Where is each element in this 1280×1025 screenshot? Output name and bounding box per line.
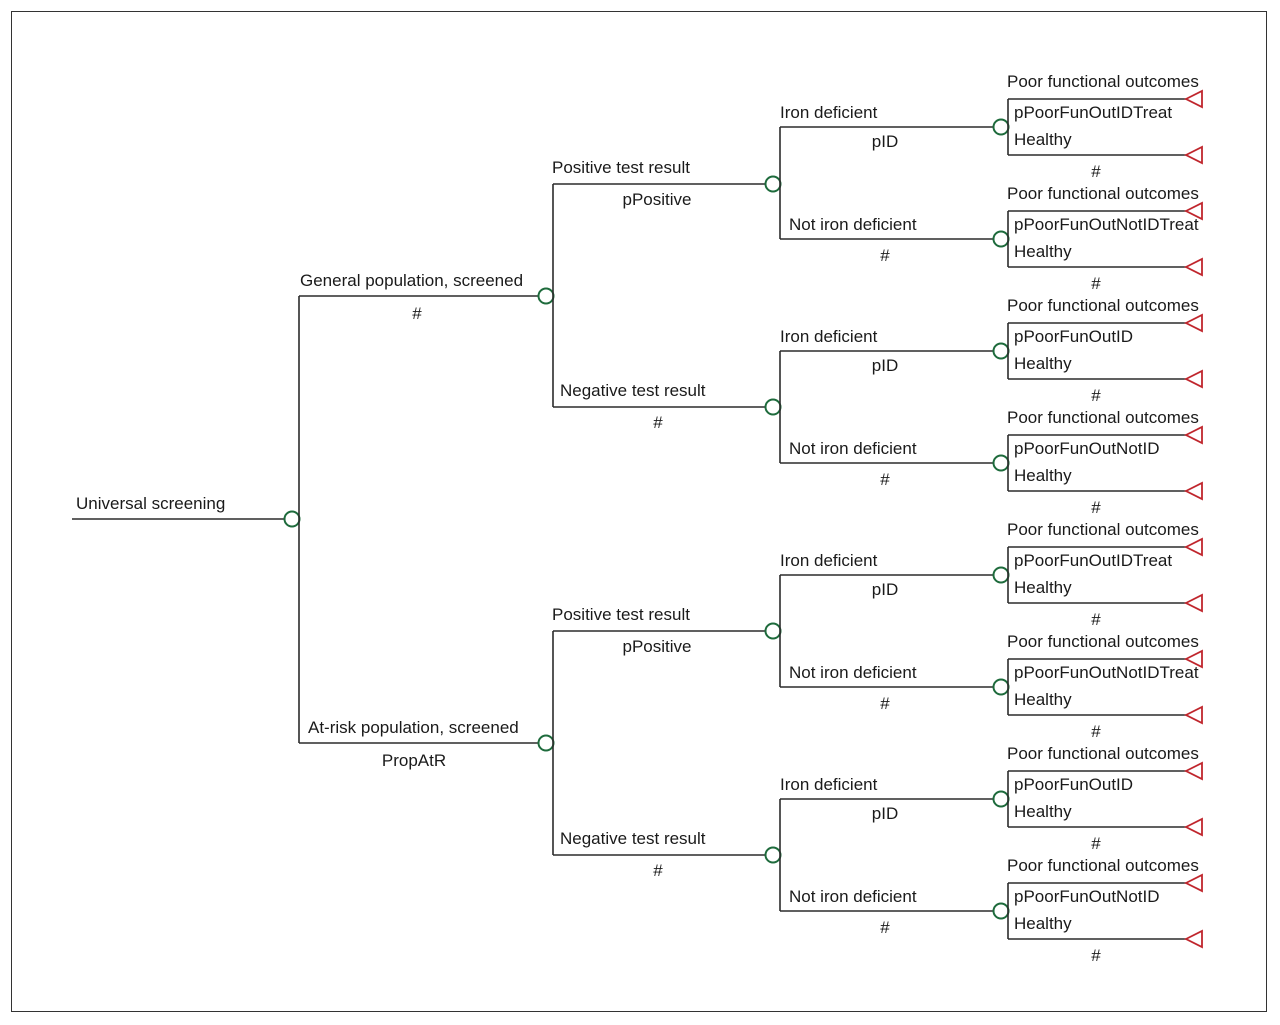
test-probability: pPositive: [623, 637, 692, 656]
outcome-good-label: Healthy: [1014, 690, 1072, 709]
test-probability: #: [653, 413, 663, 432]
outcome-bad-label: Poor functional outcomes: [1007, 744, 1199, 763]
outcome-probability: pPoorFunOutNotID: [1014, 439, 1160, 458]
state-label: Not iron deficient: [789, 215, 917, 234]
outcome-probability: pPoorFunOutNotID: [1014, 887, 1160, 906]
test-probability: #: [653, 861, 663, 880]
outcome-good-probability: #: [1091, 946, 1101, 965]
root-chance-node: [283, 510, 301, 528]
outcome-good-probability: #: [1091, 834, 1101, 853]
population-probability: #: [412, 304, 422, 323]
population-label: General population, screened: [300, 271, 523, 290]
state-probability: pID: [872, 356, 898, 375]
terminal-node-icon: [1183, 257, 1203, 277]
outcome-bad-label: Poor functional outcomes: [1007, 296, 1199, 315]
state-chance-node: [992, 790, 1010, 808]
test-label: Positive test result: [552, 158, 690, 177]
outcome-probability: pPoorFunOutNotIDTreat: [1014, 215, 1199, 234]
terminal-node-icon: [1183, 89, 1203, 109]
outcome-probability: pPoorFunOutIDTreat: [1014, 103, 1172, 122]
test-chance-node: [764, 622, 782, 640]
terminal-node-icon: [1183, 313, 1203, 333]
state-probability: #: [880, 694, 890, 713]
population-chance-node: [537, 287, 555, 305]
outcome-bad-label: Poor functional outcomes: [1007, 408, 1199, 427]
outcome-good-probability: #: [1091, 386, 1101, 405]
state-probability: #: [880, 470, 890, 489]
diagram-frame: [11, 11, 1267, 1012]
terminal-node-icon: [1183, 873, 1203, 893]
terminal-node-icon: [1183, 705, 1203, 725]
outcome-good-label: Healthy: [1014, 242, 1072, 261]
outcome-good-label: Healthy: [1014, 802, 1072, 821]
outcome-bad-label: Poor functional outcomes: [1007, 856, 1199, 875]
outcome-good-label: Healthy: [1014, 914, 1072, 933]
state-probability: #: [880, 246, 890, 265]
test-probability: pPositive: [623, 190, 692, 209]
population-chance-node: [537, 734, 555, 752]
test-label: Negative test result: [560, 381, 706, 400]
outcome-good-label: Healthy: [1014, 578, 1072, 597]
outcome-good-label: Healthy: [1014, 354, 1072, 373]
state-chance-node: [992, 342, 1010, 360]
terminal-node-icon: [1183, 537, 1203, 557]
terminal-node-icon: [1183, 145, 1203, 165]
state-chance-node: [992, 454, 1010, 472]
root-label: Universal screening: [76, 494, 225, 513]
state-label: Iron deficient: [780, 327, 878, 346]
state-label: Iron deficient: [780, 103, 878, 122]
outcome-good-probability: #: [1091, 722, 1101, 741]
state-probability: pID: [872, 580, 898, 599]
state-chance-node: [992, 230, 1010, 248]
terminal-node-icon: [1183, 201, 1203, 221]
state-probability: #: [880, 918, 890, 937]
terminal-node-icon: [1183, 593, 1203, 613]
state-probability: pID: [872, 804, 898, 823]
outcome-good-label: Healthy: [1014, 130, 1072, 149]
state-label: Not iron deficient: [789, 439, 917, 458]
outcome-good-probability: #: [1091, 498, 1101, 517]
outcome-probability: pPoorFunOutID: [1014, 775, 1133, 794]
terminal-node-icon: [1183, 761, 1203, 781]
test-chance-node: [764, 175, 782, 193]
outcome-probability: pPoorFunOutNotIDTreat: [1014, 663, 1199, 682]
terminal-node-icon: [1183, 649, 1203, 669]
outcome-probability: pPoorFunOutIDTreat: [1014, 551, 1172, 570]
terminal-node-icon: [1183, 425, 1203, 445]
outcome-bad-label: Poor functional outcomes: [1007, 72, 1199, 91]
terminal-node-icon: [1183, 929, 1203, 949]
population-probability: PropAtR: [382, 751, 446, 770]
state-label: Not iron deficient: [789, 887, 917, 906]
outcome-good-probability: #: [1091, 610, 1101, 629]
test-chance-node: [764, 398, 782, 416]
outcome-good-probability: #: [1091, 274, 1101, 293]
terminal-node-icon: [1183, 817, 1203, 837]
state-chance-node: [992, 902, 1010, 920]
outcome-bad-label: Poor functional outcomes: [1007, 632, 1199, 651]
state-probability: pID: [872, 132, 898, 151]
test-chance-node: [764, 846, 782, 864]
state-chance-node: [992, 118, 1010, 136]
population-label: At-risk population, screened: [308, 718, 519, 737]
state-label: Iron deficient: [780, 775, 878, 794]
state-label: Not iron deficient: [789, 663, 917, 682]
state-chance-node: [992, 566, 1010, 584]
outcome-probability: pPoorFunOutID: [1014, 327, 1133, 346]
outcome-good-probability: #: [1091, 162, 1101, 181]
state-chance-node: [992, 678, 1010, 696]
outcome-good-label: Healthy: [1014, 466, 1072, 485]
terminal-node-icon: [1183, 481, 1203, 501]
terminal-node-icon: [1183, 369, 1203, 389]
test-label: Positive test result: [552, 605, 690, 624]
outcome-bad-label: Poor functional outcomes: [1007, 520, 1199, 539]
outcome-bad-label: Poor functional outcomes: [1007, 184, 1199, 203]
state-label: Iron deficient: [780, 551, 878, 570]
test-label: Negative test result: [560, 829, 706, 848]
